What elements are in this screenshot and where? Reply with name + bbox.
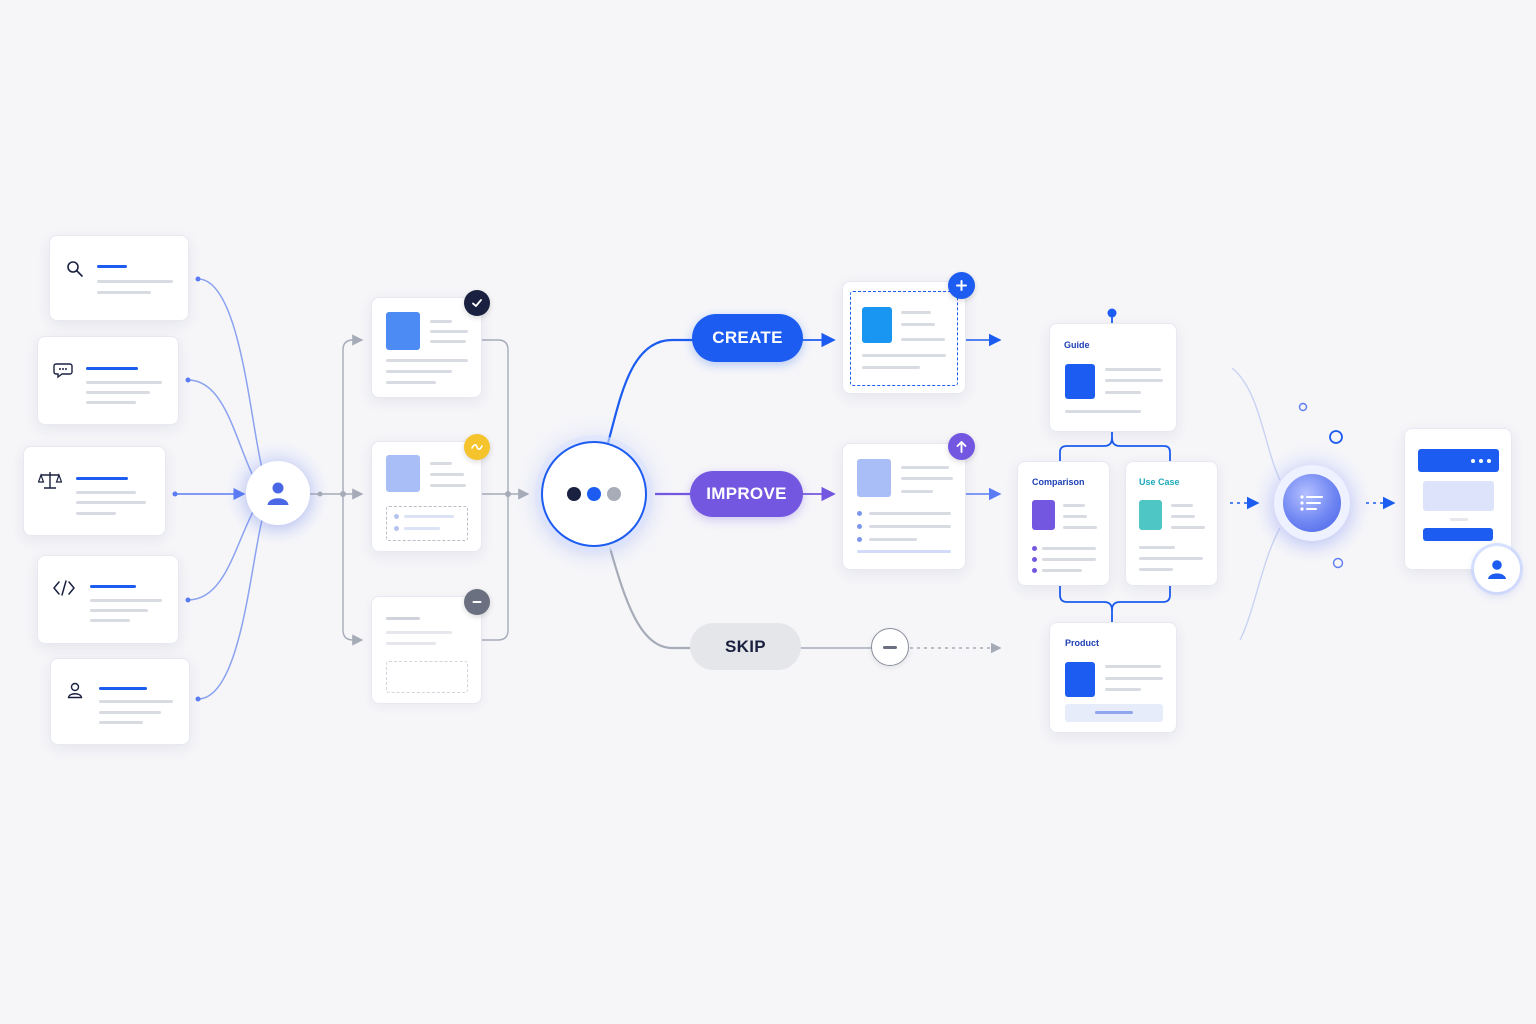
user-icon — [1488, 560, 1506, 579]
minus-circle-icon — [871, 628, 909, 666]
list-icon — [1300, 495, 1323, 511]
three-dots-icon — [567, 487, 621, 501]
review-card-empty[interactable] — [371, 596, 482, 704]
input-card-code[interactable] — [37, 555, 179, 644]
review-card-partial[interactable] — [371, 441, 482, 552]
search-icon — [67, 261, 83, 277]
user-icon — [67, 682, 83, 699]
chat-icon — [53, 363, 73, 379]
input-card-search[interactable] — [49, 235, 189, 321]
check-icon — [464, 290, 490, 316]
review-card-approved[interactable] — [371, 297, 482, 398]
user-hub-node[interactable] — [246, 461, 310, 525]
skip-button[interactable]: SKIP — [690, 623, 801, 670]
input-card-legal[interactable] — [23, 446, 166, 536]
comparison-page-card[interactable]: Comparison — [1017, 461, 1110, 586]
minus-icon — [464, 589, 490, 615]
created-draft-card[interactable] — [842, 281, 966, 394]
usecase-label: Use Case — [1139, 477, 1180, 487]
aggregator-node[interactable] — [1274, 465, 1350, 541]
product-label: Product — [1065, 638, 1100, 648]
wave-icon — [464, 434, 490, 460]
comparison-label: Comparison — [1032, 477, 1085, 487]
scale-icon — [38, 472, 62, 489]
final-user-avatar[interactable] — [1474, 546, 1520, 592]
arrow-up-icon — [948, 433, 975, 460]
input-card-profile[interactable] — [50, 658, 190, 745]
create-button[interactable]: CREATE — [692, 314, 803, 362]
decision-node[interactable] — [541, 441, 647, 547]
user-icon — [267, 482, 289, 505]
guide-page-card[interactable]: Guide — [1049, 323, 1177, 432]
improve-button[interactable]: IMPROVE — [690, 471, 803, 517]
guide-label: Guide — [1064, 340, 1090, 350]
input-card-chat[interactable] — [37, 336, 179, 425]
plus-icon — [948, 272, 975, 299]
product-page-card[interactable]: Product — [1049, 622, 1177, 733]
usecase-page-card[interactable]: Use Case — [1125, 461, 1218, 586]
more-icon — [1471, 459, 1493, 463]
code-icon — [53, 580, 75, 596]
improved-draft-card[interactable] — [842, 443, 966, 570]
